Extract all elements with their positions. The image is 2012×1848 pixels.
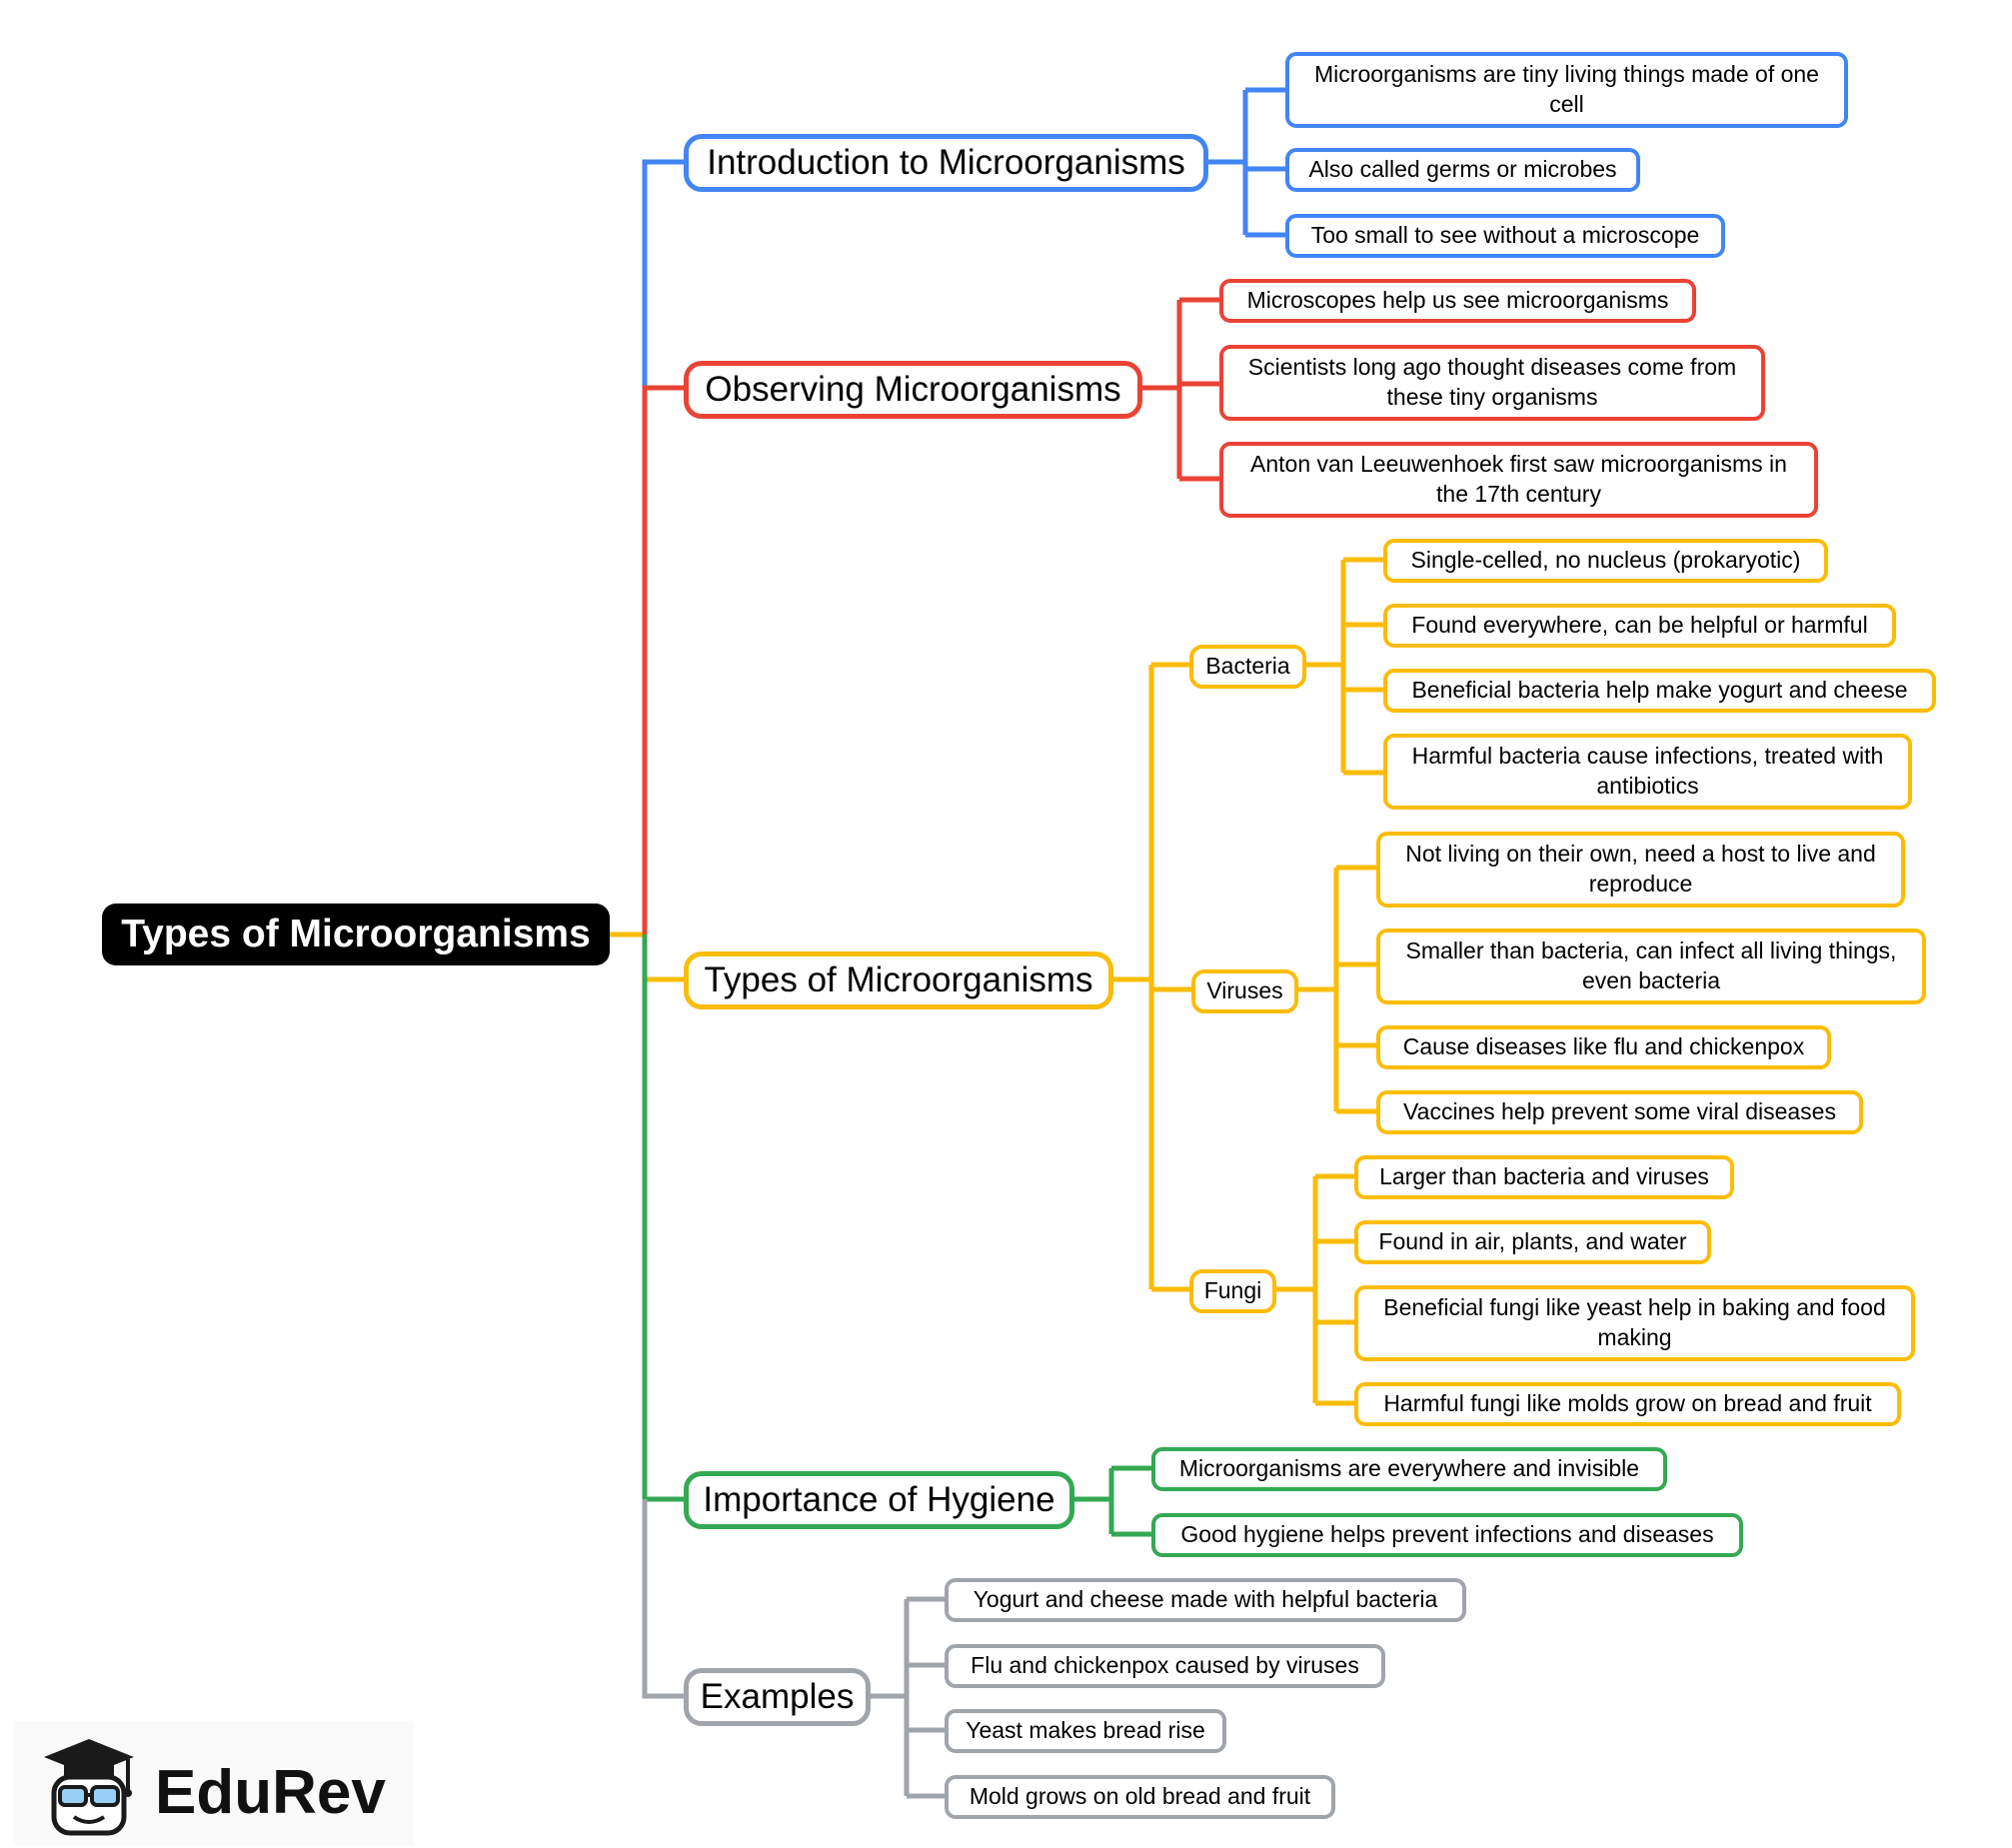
- branch-hygiene-label: Importance of Hygiene: [703, 1480, 1055, 1520]
- branch-introduction-label: Introduction to Microorganisms: [707, 143, 1185, 183]
- leaf-bacteria-2[interactable]: Found everywhere, can be helpful or harm…: [1383, 604, 1896, 648]
- sub-bacteria[interactable]: Bacteria: [1189, 645, 1306, 689]
- branch-hygiene[interactable]: Importance of Hygiene: [684, 1471, 1074, 1529]
- leaf-viruses-3[interactable]: Cause diseases like flu and chickenpox: [1376, 1025, 1831, 1069]
- connector-bacteria: [1306, 557, 1383, 776]
- connector-types: [1113, 662, 1191, 1292]
- connector-intro: [1208, 87, 1285, 238]
- connector-trunk-types: [642, 934, 684, 982]
- branch-observing-label: Observing Microorganisms: [705, 370, 1121, 410]
- root-node[interactable]: Types of Microorganisms: [102, 904, 610, 965]
- leaf-intro-1[interactable]: Microorganisms are tiny living things ma…: [1285, 52, 1848, 128]
- edurev-logo: [14, 1721, 414, 1846]
- leaf-examples-4[interactable]: Mold grows on old bread and fruit: [945, 1775, 1335, 1819]
- branch-examples[interactable]: Examples: [684, 1668, 871, 1726]
- connector-examples: [871, 1596, 945, 1799]
- leaf-bacteria-4[interactable]: Harmful bacteria cause infections, treat…: [1383, 734, 1912, 810]
- leaf-fungi-2[interactable]: Found in air, plants, and water: [1354, 1220, 1711, 1264]
- connector-fungi: [1276, 1173, 1354, 1406]
- logo-text: EduRev: [155, 1758, 386, 1827]
- connector-trunk-intro: [642, 159, 684, 388]
- branch-introduction[interactable]: Introduction to Microorganisms: [684, 134, 1208, 192]
- leaf-observe-3[interactable]: Anton van Leeuwenhoek first saw microorg…: [1219, 442, 1818, 518]
- leaf-viruses-2[interactable]: Smaller than bacteria, can infect all li…: [1376, 928, 1926, 1004]
- leaf-examples-2[interactable]: Flu and chickenpox caused by viruses: [945, 1644, 1385, 1688]
- leaf-examples-1[interactable]: Yogurt and cheese made with helpful bact…: [945, 1578, 1466, 1622]
- leaf-examples-3[interactable]: Yeast makes bread rise: [945, 1709, 1226, 1753]
- sub-viruses[interactable]: Viruses: [1191, 969, 1298, 1013]
- connector-viruses: [1298, 865, 1376, 1114]
- leaf-observe-1[interactable]: Microscopes help us see microorganisms: [1219, 279, 1696, 323]
- leaf-bacteria-1[interactable]: Single-celled, no nucleus (prokaryotic): [1383, 539, 1828, 583]
- leaf-intro-2[interactable]: Also called germs or microbes: [1285, 148, 1640, 192]
- connector-trunk-examples: [642, 1499, 684, 1699]
- sub-fungi[interactable]: Fungi: [1189, 1269, 1276, 1313]
- leaf-fungi-1[interactable]: Larger than bacteria and viruses: [1354, 1155, 1734, 1199]
- branch-examples-label: Examples: [700, 1677, 855, 1717]
- connector-observe: [1142, 297, 1219, 482]
- root-label: Types of Microorganisms: [121, 912, 591, 955]
- leaf-viruses-1[interactable]: Not living on their own, need a host to …: [1376, 832, 1905, 908]
- leaf-viruses-4[interactable]: Vaccines help prevent some viral disease…: [1376, 1090, 1863, 1134]
- leaf-intro-3[interactable]: Too small to see without a microscope: [1285, 214, 1725, 258]
- connector-hygiene: [1074, 1465, 1151, 1537]
- connector-trunk-observe: [642, 385, 684, 934]
- connector-trunk-hygiene: [642, 934, 684, 1502]
- leaf-fungi-4[interactable]: Harmful fungi like molds grow on bread a…: [1354, 1382, 1901, 1426]
- leaf-observe-2[interactable]: Scientists long ago thought diseases com…: [1219, 345, 1765, 421]
- leaf-hygiene-2[interactable]: Good hygiene helps prevent infections an…: [1151, 1513, 1743, 1557]
- branch-observing[interactable]: Observing Microorganisms: [684, 361, 1142, 419]
- branch-types[interactable]: Types of Microorganisms: [684, 951, 1113, 1009]
- leaf-fungi-3[interactable]: Beneficial fungi like yeast help in baki…: [1354, 1285, 1915, 1361]
- leaf-hygiene-1[interactable]: Microorganisms are everywhere and invisi…: [1151, 1447, 1667, 1491]
- graduation-cap-icon: [44, 1739, 134, 1836]
- leaf-bacteria-3[interactable]: Beneficial bacteria help make yogurt and…: [1383, 669, 1936, 713]
- branch-types-label: Types of Microorganisms: [704, 960, 1093, 1000]
